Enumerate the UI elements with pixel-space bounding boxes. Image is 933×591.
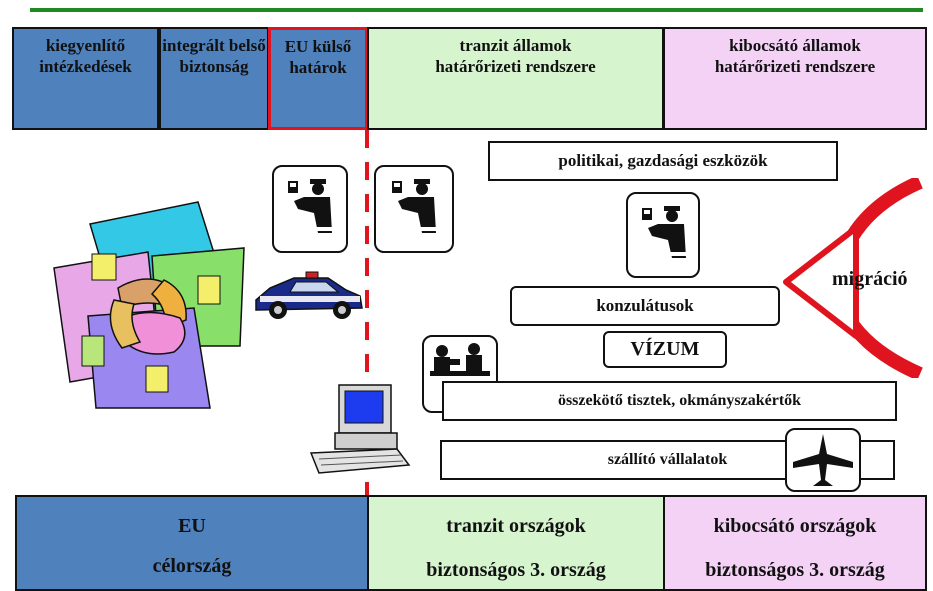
visa-box: VÍZUM <box>603 331 727 368</box>
footer-transit-countries: tranzit országok biztonságos 3. ország <box>367 495 665 591</box>
top-rule <box>30 8 923 12</box>
liaison-officers-box: összekötő tisztek, okmányszakértők <box>442 381 897 421</box>
header-compensatory-measures: kiegyenlítő intézkedések <box>12 27 159 130</box>
computer-icon <box>309 384 411 474</box>
footer-eu-destination: EU célország <box>15 495 369 591</box>
border-guard-icon <box>272 165 348 253</box>
footer-origin-countries: kibocsátó országok biztonságos 3. ország <box>663 495 927 591</box>
political-economic-tools-box: politikai, gazdasági eszközök <box>488 141 838 181</box>
border-guard-icon <box>374 165 454 253</box>
migration-arrow <box>783 178 923 378</box>
police-car-icon <box>255 271 363 319</box>
consulates-box: konzulátusok <box>510 286 780 326</box>
header-transit-states: tranzit államok határőrizeti rendszere <box>367 27 664 130</box>
migration-label: migráció <box>832 268 908 290</box>
cooperation-hands-icon <box>53 201 245 409</box>
header-origin-states: kibocsátó államok határőrizeti rendszere <box>663 27 927 130</box>
airplane-icon <box>785 428 861 492</box>
border-guard-icon <box>626 192 700 278</box>
header-integrated-security: integrált belső biztonság <box>159 27 269 130</box>
header-eu-external-borders: EU külső határok <box>268 27 368 130</box>
